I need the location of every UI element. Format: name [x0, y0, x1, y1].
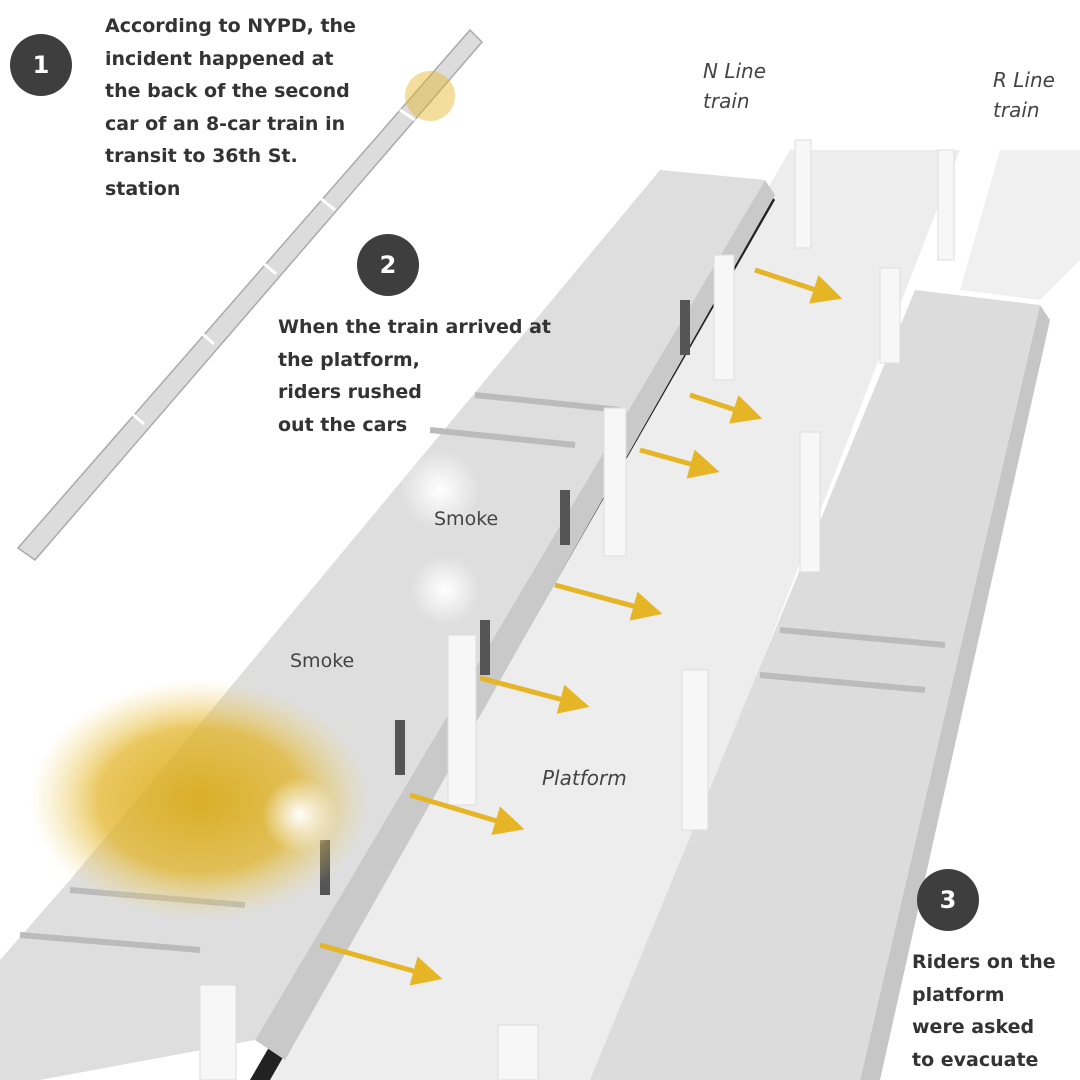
- smoke-cloud: [262, 777, 338, 853]
- platform-columns: [199, 139, 955, 1080]
- smoke-cloud: [410, 555, 480, 625]
- platform-floor: [250, 150, 960, 1080]
- step-3-text: Riders on the platform were asked to eva…: [912, 951, 1056, 1071]
- smoke-cloud: [400, 450, 480, 530]
- smoke-label-2: Smoke: [290, 650, 355, 672]
- platform-label: Platform: [542, 766, 627, 790]
- step-1-text: According to NYPD, the incident happened…: [105, 15, 356, 200]
- step-2-badge: 2: [357, 234, 419, 296]
- step-1-badge: 1: [10, 34, 72, 96]
- incident-highlight: [405, 71, 455, 121]
- r-train-roof: [590, 290, 1040, 1080]
- overview-train-joints: [129, 108, 416, 426]
- r-train-side: [860, 305, 1050, 1080]
- r-train-car-joints: [759, 627, 946, 693]
- incident-glow: [30, 680, 370, 920]
- n-line-label: N Line train: [703, 59, 766, 113]
- evacuation-arrows: [319, 267, 843, 986]
- step-3-badge: 3: [917, 869, 979, 931]
- r-line-label: R Line train: [993, 68, 1055, 122]
- n-train-side: [255, 180, 775, 1060]
- step-2-text: When the train arrived at the platform, …: [278, 316, 552, 436]
- smoke-label-1: Smoke: [434, 508, 499, 530]
- far-platform: [960, 150, 1080, 300]
- overview-train: [16, 28, 484, 562]
